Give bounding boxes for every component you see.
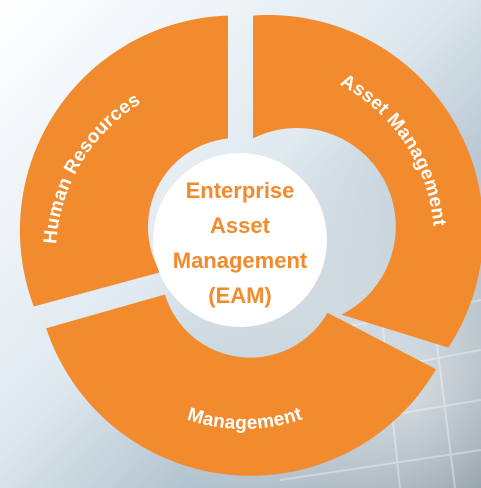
center-title-line2: Asset bbox=[210, 213, 271, 238]
center-title-line4: (EAM) bbox=[208, 283, 272, 308]
center-title: Enterprise Asset Management (EAM) bbox=[173, 178, 308, 308]
segment-management bbox=[46, 294, 436, 476]
segment-asset-management bbox=[253, 15, 481, 348]
ring bbox=[19, 15, 481, 476]
center-circle bbox=[153, 153, 327, 327]
center-title-line3: Management bbox=[173, 248, 308, 273]
center-title-line1: Enterprise bbox=[186, 178, 295, 203]
segment-human-resources bbox=[19, 15, 228, 307]
